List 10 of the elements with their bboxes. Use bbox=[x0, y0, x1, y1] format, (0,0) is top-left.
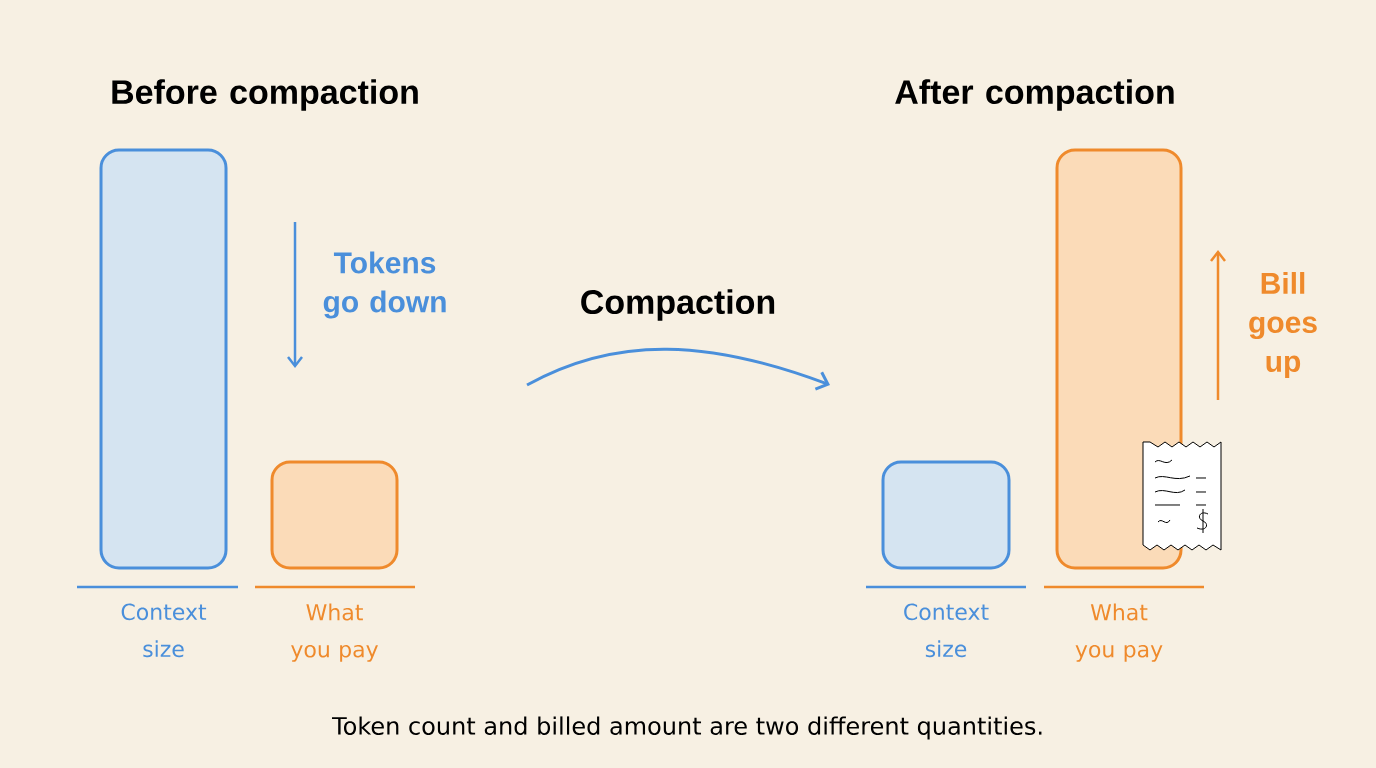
bar-caption: What you pay bbox=[1075, 603, 1163, 662]
bar-caption: Context size bbox=[121, 603, 207, 658]
bar-caption: What you pay bbox=[291, 603, 378, 662]
heading: After compaction bbox=[895, 79, 1174, 111]
annotation: Bill goes up bbox=[1249, 272, 1317, 378]
bar-caption: Context size bbox=[904, 603, 989, 658]
heading: Compaction bbox=[581, 289, 775, 321]
heading: Before compaction bbox=[112, 79, 418, 111]
caption: Token count and billed amount are two different quantities. bbox=[332, 716, 1042, 740]
annotation: Tokens go down bbox=[323, 251, 446, 319]
